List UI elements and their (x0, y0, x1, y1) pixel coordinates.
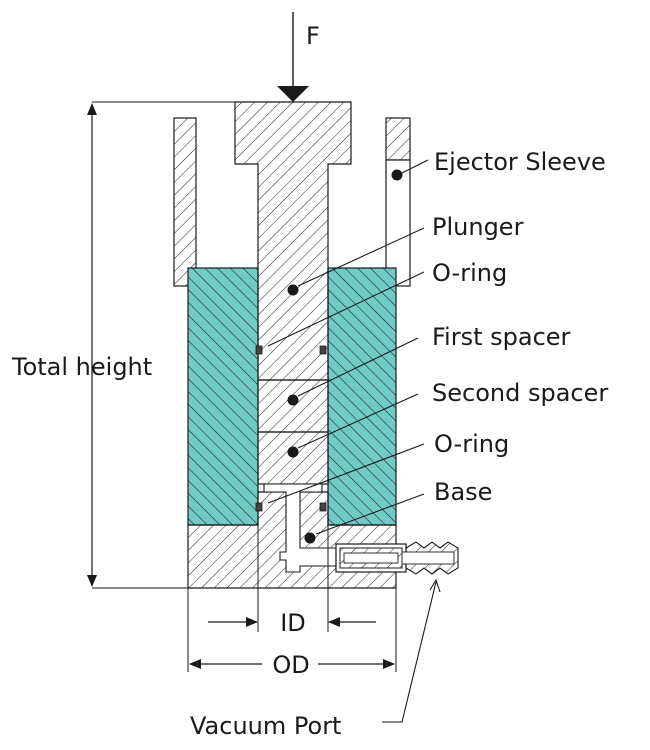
od-label: OD (272, 651, 309, 679)
vacuum-port-fitting (335, 541, 459, 575)
ejector-sleeve (173, 117, 411, 287)
spacers (257, 379, 329, 485)
o-ring-bottom-label: O-ring (434, 430, 509, 458)
second-spacer-part (257, 431, 329, 485)
total-height-label: Total height (11, 353, 152, 381)
vacuum-port-label: Vacuum Port (190, 712, 341, 740)
o-ring-top-label: O-ring (432, 259, 507, 287)
leader-lines (267, 159, 441, 723)
id-label: ID (280, 609, 306, 637)
force-label: F (306, 22, 320, 50)
base-label: Base (434, 478, 492, 506)
force-arrow (277, 12, 309, 102)
second-spacer-label: Second spacer (432, 379, 608, 407)
total-height-dimension (87, 101, 235, 589)
o-ring-markers (255, 345, 327, 512)
die-body (187, 267, 397, 526)
od-dimension (187, 588, 397, 672)
part-marker-dots (287, 169, 403, 544)
id-dimension (208, 525, 376, 632)
first-spacer-part (257, 379, 329, 433)
plunger-label: Plunger (432, 213, 524, 241)
first-spacer-label: First spacer (432, 323, 571, 351)
ejector-sleeve-label: Ejector Sleeve (434, 148, 606, 176)
